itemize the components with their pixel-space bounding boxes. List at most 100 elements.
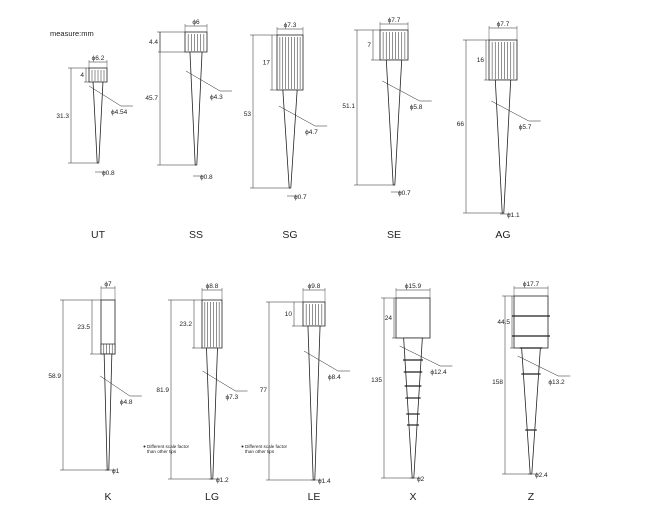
total-length-label: 77 (260, 387, 268, 394)
tip-lg: 81.9 23.2 ϕ8.8 ϕ7.3 ϕ1.2 Different scale fact… (143, 283, 248, 503)
tip-name-label: SS (189, 229, 203, 241)
top-diameter-label: ϕ7.3 (284, 22, 297, 29)
top-diameter-label: ϕ7 (104, 281, 112, 288)
end-diameter-label: ϕ1.2 (216, 477, 229, 484)
tip-name-label: SE (387, 229, 401, 241)
tip-body (385, 59, 403, 186)
mid-dia-leader (185, 70, 221, 92)
mid-diameter-label: ϕ12.4 (430, 369, 447, 376)
tip-head (395, 297, 431, 339)
tip-body (92, 81, 104, 164)
total-length-label: 51.1 (342, 103, 355, 110)
note-bullet (241, 445, 244, 448)
top-diameter-label: ϕ7.7 (497, 21, 510, 28)
top-diameter-label: ϕ6 (192, 19, 200, 26)
total-length-label: 58.9 (48, 373, 61, 380)
end-diameter-label: ϕ1.1 (507, 212, 520, 219)
head-length-label: 24 (385, 315, 393, 322)
tip-name-label: Z (528, 491, 535, 503)
total-length-label: 45.7 (145, 95, 158, 102)
tip-body (282, 89, 298, 189)
tip-sg: 53 17 ϕ7.3 ϕ4.7 ϕ0.7SG (244, 22, 328, 241)
tip-ut: 31.3 4 ϕ6.2 ϕ4.54 ϕ0.8UT (56, 55, 133, 241)
tip-body (206, 347, 218, 480)
end-diameter-label: ϕ2 (417, 476, 425, 483)
mid-dia-leader (88, 85, 122, 107)
note-bullet (143, 445, 146, 448)
end-diameter-label: ϕ0.8 (102, 170, 115, 177)
scale-note-line-1: Different scale factor (245, 444, 288, 449)
tip-body (307, 325, 321, 481)
tip-body (189, 51, 203, 166)
mid-dia-leader (202, 370, 236, 392)
head-length-label: 7 (367, 42, 371, 49)
head-length-label: 44.5 (497, 319, 510, 326)
total-length-label: 31.3 (56, 113, 69, 120)
mid-dia-leader (382, 80, 420, 102)
tip-body (403, 337, 423, 479)
tip-le: 77 10 ϕ9.8 ϕ8.4 ϕ1.4 Different scale factorth… (241, 283, 351, 503)
mid-diameter-label: ϕ13.2 (548, 379, 565, 386)
mid-diameter-label: ϕ4.54 (111, 109, 128, 116)
tip-name-label: UT (91, 229, 106, 241)
tip-head (276, 34, 304, 91)
end-diameter-label: ϕ0.8 (200, 174, 213, 181)
total-length-label: 66 (457, 121, 465, 128)
mid-dia-leader (399, 345, 441, 367)
head-length-label: 23.5 (77, 324, 90, 331)
end-diameter-label: ϕ1 (112, 468, 120, 475)
tip-ag: 66 16 ϕ7.7 ϕ5.7 ϕ1.1AG (457, 21, 541, 241)
mid-diameter-label: ϕ5.8 (410, 104, 423, 111)
tip-name-label: K (104, 491, 111, 503)
tip-ss: 45.7 4.4 ϕ6 ϕ4.3 ϕ0.8SS (145, 19, 233, 241)
measure-unit-label: measure:mm (50, 29, 94, 38)
total-length-label: 158 (492, 379, 503, 386)
tip-head (513, 295, 549, 349)
mid-dia-leader (517, 355, 559, 377)
mid-diameter-label: ϕ4.8 (120, 399, 133, 406)
scale-note-line-2: than other tips (245, 449, 275, 454)
tip-name-label: X (409, 491, 416, 503)
mid-dia-leader (100, 375, 130, 397)
top-diameter-label: ϕ8.8 (206, 283, 219, 290)
total-length-label: 53 (244, 111, 252, 118)
mid-diameter-label: ϕ5.7 (519, 124, 532, 131)
mid-diameter-label: ϕ7.3 (226, 394, 239, 401)
end-diameter-label: ϕ0.7 (294, 194, 307, 201)
tip-head (488, 39, 518, 81)
tip-name-label: SG (282, 229, 297, 241)
tip-name-label: AG (495, 229, 510, 241)
mid-dia-leader (278, 105, 316, 127)
top-diameter-label: ϕ9.8 (308, 283, 321, 290)
head-length-label: 17 (263, 60, 271, 67)
head-length-label: 4 (80, 72, 84, 79)
tip-body (521, 347, 541, 475)
total-length-label: 81.9 (156, 387, 169, 394)
mid-dia-leader (491, 100, 529, 122)
mid-diameter-label: ϕ4.3 (210, 94, 223, 101)
head-length-label: 10 (285, 311, 293, 318)
tip-body (103, 353, 113, 471)
scale-note-line-1: Different scale factor (147, 444, 190, 449)
tip-se: 51.1 7 ϕ7.7 ϕ5.8 ϕ0.7SE (342, 17, 432, 241)
head-length-label: 23.2 (179, 321, 192, 328)
tip-collar (100, 343, 116, 355)
scale-note-line-2: than other tips (147, 449, 177, 454)
top-diameter-label: ϕ17.7 (523, 281, 540, 288)
head-length-label: 4.4 (149, 39, 158, 46)
mid-diameter-label: ϕ8.4 (328, 374, 341, 381)
total-length-label: 135 (371, 377, 382, 384)
head-length-label: 16 (477, 57, 485, 64)
end-diameter-label: ϕ1.4 (318, 478, 331, 485)
tip-head (379, 29, 409, 61)
top-diameter-label: ϕ6.2 (92, 55, 105, 62)
end-diameter-label: ϕ0.7 (398, 190, 411, 197)
tip-body (494, 79, 512, 214)
end-diameter-label: ϕ2.4 (535, 472, 548, 479)
tip-name-label: LE (308, 491, 321, 503)
top-diameter-label: ϕ7.7 (388, 17, 401, 24)
tip-z: 158 44.5 ϕ17.7 ϕ13.2 ϕ2.4Z (492, 281, 571, 503)
mid-diameter-label: ϕ4.7 (305, 129, 318, 136)
